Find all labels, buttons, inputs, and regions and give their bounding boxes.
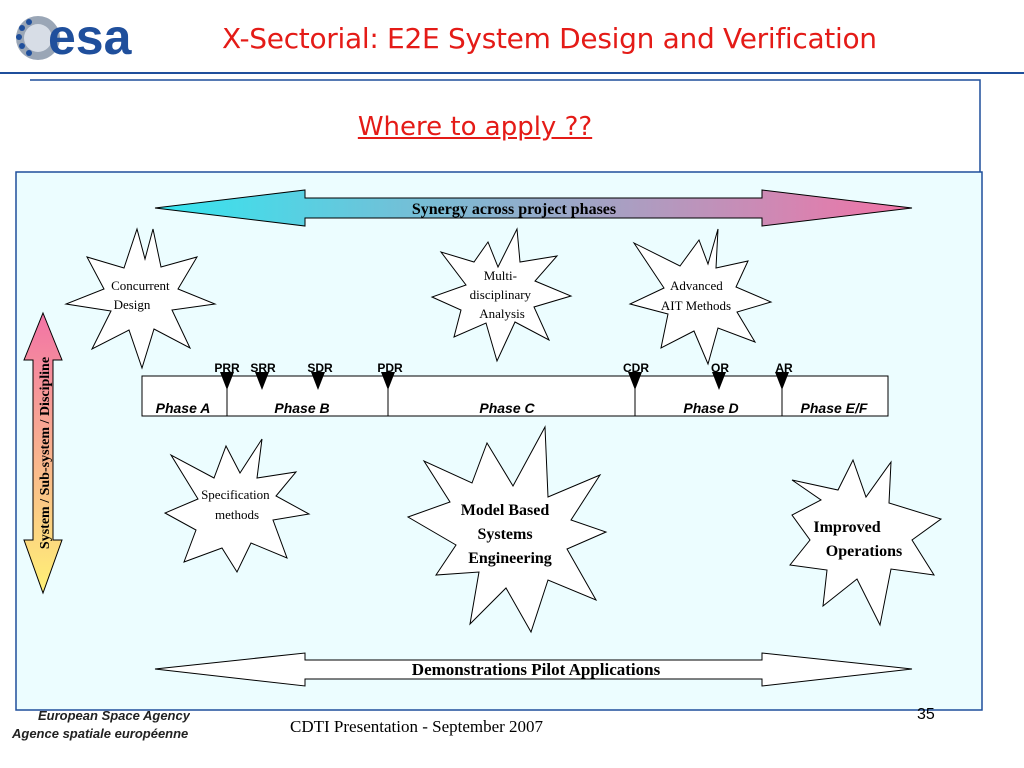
title-rule [0, 72, 1024, 74]
burst-label-line: Analysis [479, 306, 525, 321]
review-label: SRR [250, 361, 276, 375]
phase-timeline-bar [141, 375, 889, 417]
upper-frame [30, 79, 981, 172]
review-label: PDR [377, 361, 403, 375]
burst-label-line: Multi- [484, 268, 517, 283]
review-marker-srr [255, 372, 269, 390]
phase-label-a: Phase A [156, 400, 211, 416]
burst-label-line: Operations [826, 543, 902, 560]
burst-label-line: AIT Methods [661, 298, 731, 313]
burst-label-line: Design [114, 297, 151, 312]
agency-name-logo: European Space Agency Agence spatiale eu… [11, 708, 190, 741]
slide-subtitle: Where to apply ?? [357, 112, 593, 142]
phase-label-b: Phase B [274, 400, 329, 416]
burst-label-line: Systems [477, 526, 532, 543]
review-marker-cdr [628, 372, 642, 390]
burst-multidisciplinary [430, 227, 573, 363]
review-marker-pdr [381, 372, 395, 390]
review-label: SDR [307, 361, 333, 375]
agency-name-en: European Space Agency [38, 708, 190, 723]
burst-label-line: disciplinary [470, 287, 532, 302]
burst-label-line: Concurrent [111, 278, 170, 293]
review-label: CDR [623, 361, 649, 375]
svg-text:Multi- disciplinary An: Multi- disciplinary Analysis [470, 268, 535, 321]
synergy-arrow [154, 189, 913, 227]
agency-name-fr: Agence spatiale européenne [11, 726, 188, 741]
page-number: 35 [917, 706, 935, 723]
system-level-arrow [23, 311, 63, 595]
burst-improved-operations [789, 458, 943, 627]
diagram-panel [15, 171, 983, 711]
burst-label-line: Engineering [468, 550, 552, 567]
svg-text:Specification methods: Specification methods [201, 487, 273, 522]
svg-text:Advanced AIT Methods: Advanced AIT Methods [661, 278, 731, 313]
footer-presentation: CDTI Presentation - September 2007 [290, 717, 544, 736]
review-label: QR [711, 361, 729, 375]
burst-mbse [406, 425, 608, 634]
review-label: PRR [214, 361, 240, 375]
burst-label-line: Specification [201, 487, 270, 502]
burst-advanced-ait [628, 228, 773, 366]
logo-text: esa [48, 9, 133, 65]
burst-label-line: Improved [813, 519, 880, 536]
demonstrations-arrow-label: Demonstrations Pilot Applications [412, 660, 661, 679]
burst-label-line: methods [215, 507, 259, 522]
burst-specification [163, 438, 311, 574]
svg-text:Model Based Systems En: Model Based Systems Engineering [461, 502, 553, 567]
phase-label-ef: Phase E/F [801, 400, 868, 416]
review-marker-qr [712, 372, 726, 390]
system-level-arrow-label: System / Sub-system / Discipline [38, 357, 53, 549]
burst-label-line: Model Based [461, 502, 550, 519]
phase-label-d: Phase D [683, 400, 738, 416]
page-title: X-Sectorial: E2E System Design and Verif… [222, 22, 877, 55]
svg-text:Concurrent Design: Concurrent Design [111, 278, 173, 312]
burst-concurrent-design [64, 227, 217, 370]
review-label: AR [775, 361, 793, 375]
esa-logo: esa [16, 9, 133, 65]
demonstrations-arrow [154, 652, 913, 687]
burst-label-line: Advanced [670, 278, 723, 293]
synergy-arrow-label: Synergy across project phases [412, 201, 616, 218]
review-marker-sdr [311, 372, 325, 390]
phase-label-c: Phase C [479, 400, 535, 416]
svg-text:Improved Operations: Improved Operations [813, 519, 902, 560]
review-marker-ar [775, 372, 789, 390]
review-marker-prr [220, 372, 234, 390]
review-markers [220, 372, 789, 390]
